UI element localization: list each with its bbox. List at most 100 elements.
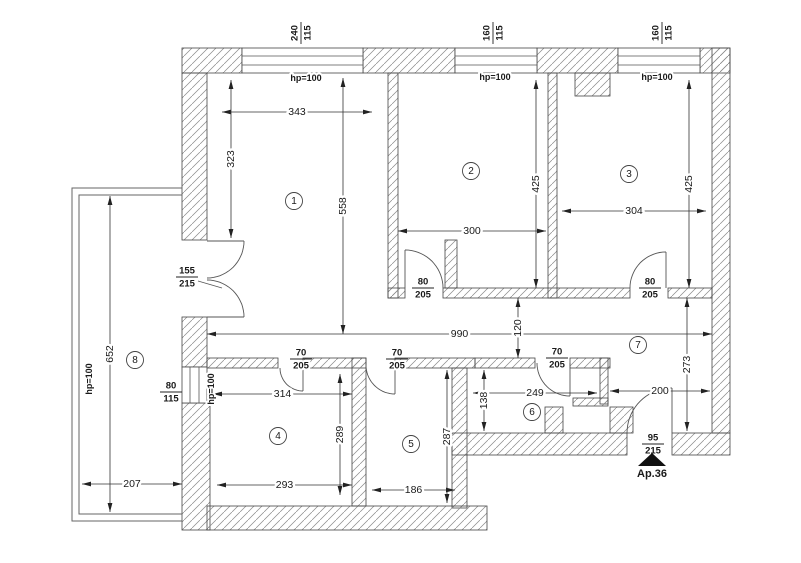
- room-circle: [402, 435, 420, 453]
- opening-width: 80: [418, 277, 429, 288]
- apartment-label: Ap.36: [637, 468, 667, 480]
- wall-segment: [544, 406, 564, 434]
- wall-segment: [181, 72, 208, 241]
- wall-segment: [181, 402, 211, 531]
- entrance-marker-layer: Ap.36: [637, 453, 667, 480]
- room-circle: [629, 336, 647, 354]
- wall-segment: [444, 239, 458, 289]
- balcony-rail-outer: [71, 187, 182, 522]
- door-swing-arc: [404, 249, 444, 289]
- room-circle: [462, 162, 480, 180]
- window-symbol: [454, 47, 538, 74]
- wall-segment: [394, 357, 476, 369]
- dimension-label: 323: [225, 150, 237, 168]
- room-number: 5: [408, 439, 414, 450]
- walls-layer: [181, 47, 731, 531]
- wall-segment: [474, 357, 536, 369]
- window-symbol: [241, 47, 364, 74]
- dimension-label: 314: [274, 388, 292, 400]
- opening-width: 240: [290, 25, 301, 41]
- room-number-bubble: 7: [629, 336, 647, 354]
- opening-width: 160: [482, 25, 493, 41]
- room-number: 1: [291, 196, 297, 207]
- opening-height: 115: [303, 25, 314, 41]
- balcony-rail-inner: [78, 194, 182, 515]
- wall-segment: [206, 357, 279, 369]
- wall-segment: [667, 287, 713, 299]
- dimension-label: 300: [463, 225, 481, 237]
- opening-width: 160: [651, 25, 662, 41]
- parapet-height-label: hp=100: [206, 373, 216, 404]
- opening-width: 70: [296, 348, 307, 359]
- opening-height: 215: [179, 279, 196, 290]
- dimension-label: 207: [123, 478, 141, 490]
- window-symbol: [181, 366, 208, 404]
- wall-segment: [387, 72, 399, 299]
- wall-segment: [536, 47, 619, 74]
- opening-height: 205: [642, 290, 659, 301]
- dimension-label: 138: [478, 392, 490, 410]
- room-number: 4: [275, 431, 281, 442]
- room-number: 6: [529, 407, 535, 418]
- leader-line: [197, 280, 223, 289]
- wall-segment: [181, 316, 208, 368]
- wall-segment: [671, 432, 731, 456]
- dimension-label: 287: [441, 428, 453, 446]
- opening-width: 80: [645, 277, 656, 288]
- opening-height: 115: [664, 25, 675, 41]
- wall-segment: [609, 406, 634, 434]
- opening-height: 205: [549, 360, 566, 371]
- opening-width: 70: [552, 347, 563, 358]
- opening-width: 95: [648, 433, 659, 444]
- room-circle: [285, 192, 303, 210]
- wall-segment: [362, 47, 456, 74]
- room-number-bubble: 6: [523, 403, 541, 421]
- dimension-label: 293: [276, 479, 294, 491]
- entrance-triangle-icon: [638, 453, 666, 466]
- wall-segment: [206, 505, 488, 531]
- opening-height: 115: [495, 25, 506, 41]
- parapet-height-label: hp=100: [641, 72, 672, 82]
- windows-layer: [181, 47, 701, 404]
- parapet-height-label: hp=100: [290, 73, 321, 83]
- door-swings-layer: [206, 240, 673, 434]
- dimension-label: 289: [334, 426, 346, 444]
- wall-segment: [572, 397, 609, 407]
- wall-segment: [451, 432, 628, 456]
- room-number-bubble: 3: [620, 165, 638, 183]
- room-circle: [126, 351, 144, 369]
- door-swing-arc: [206, 240, 245, 279]
- wall-segment: [547, 72, 558, 299]
- dimension-label: 249: [526, 387, 544, 399]
- balcony-railing: [71, 187, 182, 522]
- parapet-height-label: hp=100: [479, 72, 510, 82]
- dimension-label: 273: [681, 356, 693, 374]
- door-swing-arc: [629, 251, 667, 289]
- wall-segment: [351, 357, 367, 507]
- opening-width: 80: [166, 381, 177, 392]
- wall-segment: [711, 47, 731, 434]
- parapet-height-label: hp=100: [84, 363, 94, 394]
- wall-segment: [599, 357, 609, 405]
- room-number-bubble: 5: [402, 435, 420, 453]
- room-circle: [269, 427, 287, 445]
- dimension-label: 186: [405, 484, 423, 496]
- wall-segment: [181, 47, 243, 74]
- wall-segment: [442, 287, 631, 299]
- dimension-label: 990: [451, 328, 469, 340]
- dimension-label: 558: [337, 197, 349, 215]
- room-number-bubble: 1: [285, 192, 303, 210]
- opening-height: 205: [415, 290, 432, 301]
- door-swing-arc: [206, 279, 245, 318]
- opening-height: 205: [389, 361, 406, 372]
